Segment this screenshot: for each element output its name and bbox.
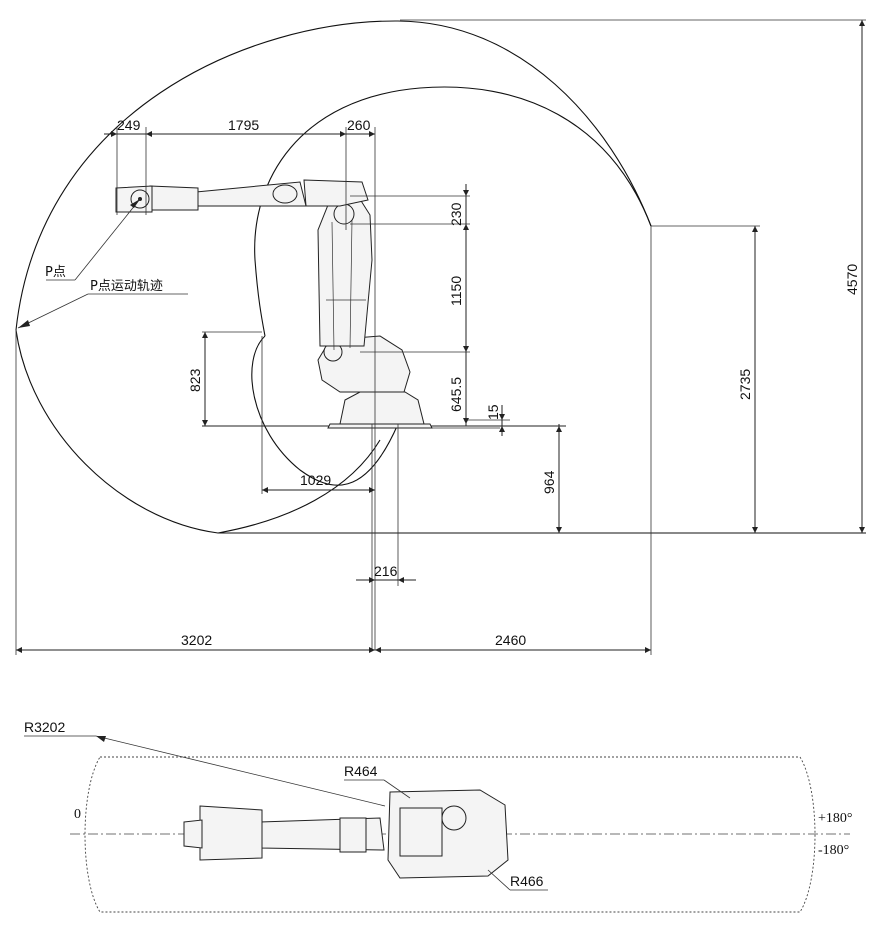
top-envelope (84, 756, 816, 913)
joint3-circle (333, 203, 355, 225)
leader-p-point: P点 (45, 198, 141, 281)
outer-envelope (15, 20, 652, 331)
top-flange (183, 819, 203, 849)
dim-right-vertical: 230 1150 645.5 (448, 184, 469, 426)
dim-top-horizontal: 249 1795 260 (104, 117, 375, 137)
dim-216: 216 (356, 563, 416, 583)
leader-p-trajectory: P点运动轨迹 (17, 279, 188, 329)
dim-1795: 1795 (228, 117, 259, 133)
dim-15: 15 (485, 404, 505, 436)
top-motor (441, 805, 467, 831)
dim-645-5: 645.5 (448, 377, 464, 412)
label-angle-plus: +180° (818, 811, 853, 826)
inner-envelope-tail (217, 439, 381, 534)
dim-1150: 1150 (448, 276, 464, 306)
dim-2460-label: 2460 (495, 632, 526, 648)
dim-2735-label: 2735 (737, 369, 753, 400)
robot-base (339, 391, 425, 425)
dim-bottom-horizontal: 3202 2460 (16, 632, 651, 653)
inner-envelope (254, 86, 652, 337)
label-p-trajectory: P点运动轨迹 (90, 279, 163, 294)
dim-260: 260 (347, 117, 371, 133)
inner-envelope-lower (251, 335, 399, 486)
label-angle-zero: 0 (74, 807, 81, 822)
dim-216-label: 216 (374, 563, 398, 579)
label-angle-minus: -180° (818, 843, 849, 858)
dim-1029-label: 1029 (300, 472, 331, 488)
robot-upper-arm (317, 195, 373, 347)
dim-249: 249 (117, 117, 141, 133)
top-view: R3202 R464 R466 0 +180° -180° (24, 719, 853, 913)
robot-arm-top (183, 789, 509, 879)
outer-envelope-lower (15, 329, 866, 534)
robot-arm-side (115, 179, 433, 429)
leader-r466: R466 (487, 869, 548, 891)
robot-housing (303, 179, 369, 207)
dim-823-label: 823 (187, 368, 203, 392)
robot-base-plinth (327, 423, 433, 429)
dim-1029: 1029 (262, 472, 375, 493)
upper-arm-detail (326, 219, 366, 351)
dim-3202-label: 3202 (181, 632, 212, 648)
label-r466: R466 (510, 873, 544, 889)
top-housing (399, 807, 443, 857)
label-r3202: R3202 (24, 719, 65, 735)
forearm-motor (272, 184, 298, 204)
leader-r3202: R3202 (24, 719, 386, 807)
top-wrist (199, 805, 263, 861)
side-view: 249 1795 260 230 1150 645.5 15 45 (15, 19, 866, 655)
dim-4570-label: 4570 (844, 264, 860, 295)
dim-15-label: 15 (485, 404, 501, 420)
dim-2735: 2735 (737, 226, 758, 533)
label-r464: R464 (344, 763, 378, 779)
dim-230: 230 (448, 202, 464, 226)
label-p-point: P点 (45, 265, 66, 280)
dim-823: 823 (187, 332, 208, 426)
leader-r464: R464 (344, 763, 411, 799)
dim-964-label: 964 (541, 470, 557, 494)
top-forearm-ring (339, 817, 367, 853)
forearm-front (149, 185, 199, 211)
dim-964: 964 (541, 424, 562, 533)
dim-4570: 4570 (844, 20, 865, 533)
